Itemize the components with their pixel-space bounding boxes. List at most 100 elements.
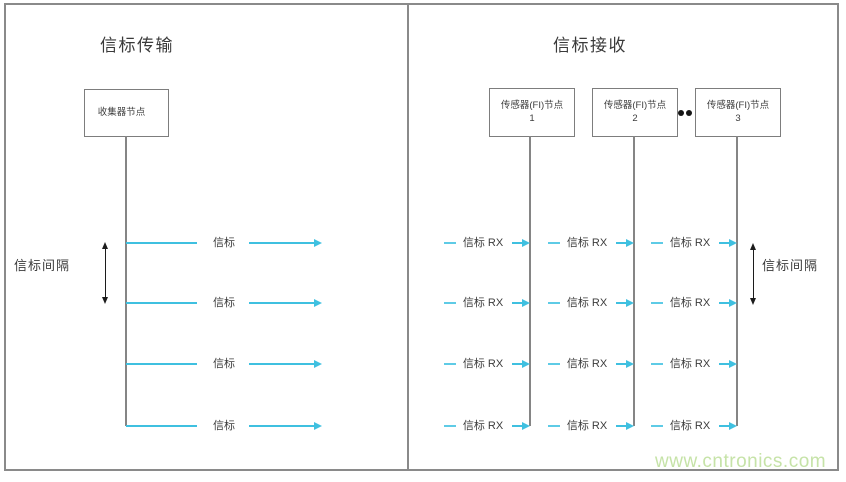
rx-row-node3: 信标 RX: [649, 356, 737, 372]
rx-row-node1: 信标 RX: [442, 418, 530, 434]
diagram-frame: [4, 3, 839, 471]
rx-dash: [651, 425, 663, 427]
arrow-down-icon: [749, 298, 756, 305]
beacon-label: 信标: [213, 237, 235, 249]
arrow-right-icon: [314, 238, 322, 247]
sensor-timeline-3: [736, 136, 738, 426]
rx-dash: [548, 302, 560, 304]
rx-dash: [651, 363, 663, 365]
arrow-right-icon: [626, 359, 634, 368]
arrow-shaft: [752, 249, 754, 299]
rx-row-node1: 信标 RX: [442, 356, 530, 372]
sensor-timeline-2: [633, 136, 635, 426]
sensor-timeline-1: [529, 136, 531, 426]
arrow-down-icon: [101, 297, 108, 304]
rx-arrow-line: [616, 425, 626, 427]
sensor-node-label: 传感器(FI)节点: [706, 99, 770, 111]
rx-arrow-line: [512, 302, 522, 304]
beacon-branch-line: [126, 363, 197, 365]
rx-row-node2: 信标 RX: [546, 295, 634, 311]
arrow-up-icon: [749, 243, 756, 250]
rx-label: 信标 RX: [462, 297, 504, 309]
rx-arrow-line: [512, 425, 522, 427]
beacon-row: 信标: [126, 295, 324, 311]
beacon-branch-line: [126, 302, 197, 304]
beacon-label: 信标: [213, 420, 235, 432]
right-panel-title: 信标接收: [553, 36, 627, 55]
sensor-node-box-1: 传感器(FI)节点 1: [489, 88, 575, 137]
beacon-row: 信标: [126, 418, 324, 434]
rx-row-node2: 信标 RX: [546, 418, 634, 434]
collector-node-box: 收集器节点: [84, 89, 169, 137]
rx-label: 信标 RX: [462, 420, 504, 432]
beacon-arrow-line: [249, 302, 314, 304]
rx-arrow-line: [719, 242, 729, 244]
arrow-right-icon: [729, 359, 737, 368]
rx-label: 信标 RX: [566, 237, 608, 249]
left-beacon-interval-label: 信标间隔: [14, 258, 71, 273]
beacon-branch-line: [126, 242, 197, 244]
rx-dash: [444, 242, 456, 244]
rx-label: 信标 RX: [669, 358, 711, 370]
collector-node-label: 收集器节点: [97, 106, 146, 118]
ellipsis-dots-icon: [686, 110, 692, 116]
rx-label: 信标 RX: [462, 237, 504, 249]
rx-dash: [548, 242, 560, 244]
sensor-node-number: 1: [529, 112, 535, 124]
sensor-node-number: 3: [735, 112, 741, 124]
left-panel-title: 信标传输: [100, 36, 174, 55]
rx-arrow-line: [719, 302, 729, 304]
sensor-node-box-3: 传感器(FI)节点 3: [695, 88, 781, 137]
arrow-right-icon: [626, 421, 634, 430]
panel-divider: [407, 3, 409, 471]
rx-arrow-line: [616, 242, 626, 244]
rx-label: 信标 RX: [462, 358, 504, 370]
rx-row-node3: 信标 RX: [649, 295, 737, 311]
sensor-node-label: 传感器(FI)节点: [603, 99, 667, 111]
arrow-right-icon: [626, 298, 634, 307]
beacon-branch-line: [126, 425, 197, 427]
rx-dash: [651, 302, 663, 304]
arrow-right-icon: [522, 359, 530, 368]
rx-dash: [548, 363, 560, 365]
rx-arrow-line: [512, 242, 522, 244]
arrow-right-icon: [626, 238, 634, 247]
arrow-right-icon: [729, 238, 737, 247]
rx-label: 信标 RX: [669, 237, 711, 249]
left-beacon-interval-arrow-icon: [101, 242, 109, 304]
rx-arrow-line: [719, 363, 729, 365]
beacon-arrow-line: [249, 425, 314, 427]
beacon-row: 信标: [126, 356, 324, 372]
rx-dash: [444, 302, 456, 304]
sensor-node-label: 传感器(FI)节点: [500, 99, 564, 111]
arrow-right-icon: [729, 298, 737, 307]
arrow-right-icon: [314, 359, 322, 368]
rx-row-node1: 信标 RX: [442, 295, 530, 311]
sensor-node-number: 2: [632, 112, 638, 124]
beacon-label: 信标: [213, 297, 235, 309]
rx-label: 信标 RX: [669, 297, 711, 309]
rx-arrow-line: [512, 363, 522, 365]
rx-arrow-line: [616, 302, 626, 304]
rx-label: 信标 RX: [566, 358, 608, 370]
rx-row-node3: 信标 RX: [649, 235, 737, 251]
rx-dash: [444, 363, 456, 365]
arrow-right-icon: [522, 421, 530, 430]
collector-timeline: [125, 136, 127, 426]
arrow-right-icon: [522, 298, 530, 307]
beacon-arrow-line: [249, 363, 314, 365]
beacon-arrow-line: [249, 242, 314, 244]
arrow-up-icon: [101, 242, 108, 249]
beacon-row: 信标: [126, 235, 324, 251]
arrow-shaft: [104, 248, 106, 298]
right-beacon-interval-arrow-icon: [749, 243, 757, 305]
arrow-right-icon: [314, 421, 322, 430]
arrow-right-icon: [729, 421, 737, 430]
right-beacon-interval-label: 信标间隔: [762, 258, 819, 273]
rx-row-node2: 信标 RX: [546, 235, 634, 251]
rx-row-node1: 信标 RX: [442, 235, 530, 251]
arrow-right-icon: [314, 298, 322, 307]
arrow-right-icon: [522, 238, 530, 247]
rx-dash: [548, 425, 560, 427]
beacon-label: 信标: [213, 358, 235, 370]
